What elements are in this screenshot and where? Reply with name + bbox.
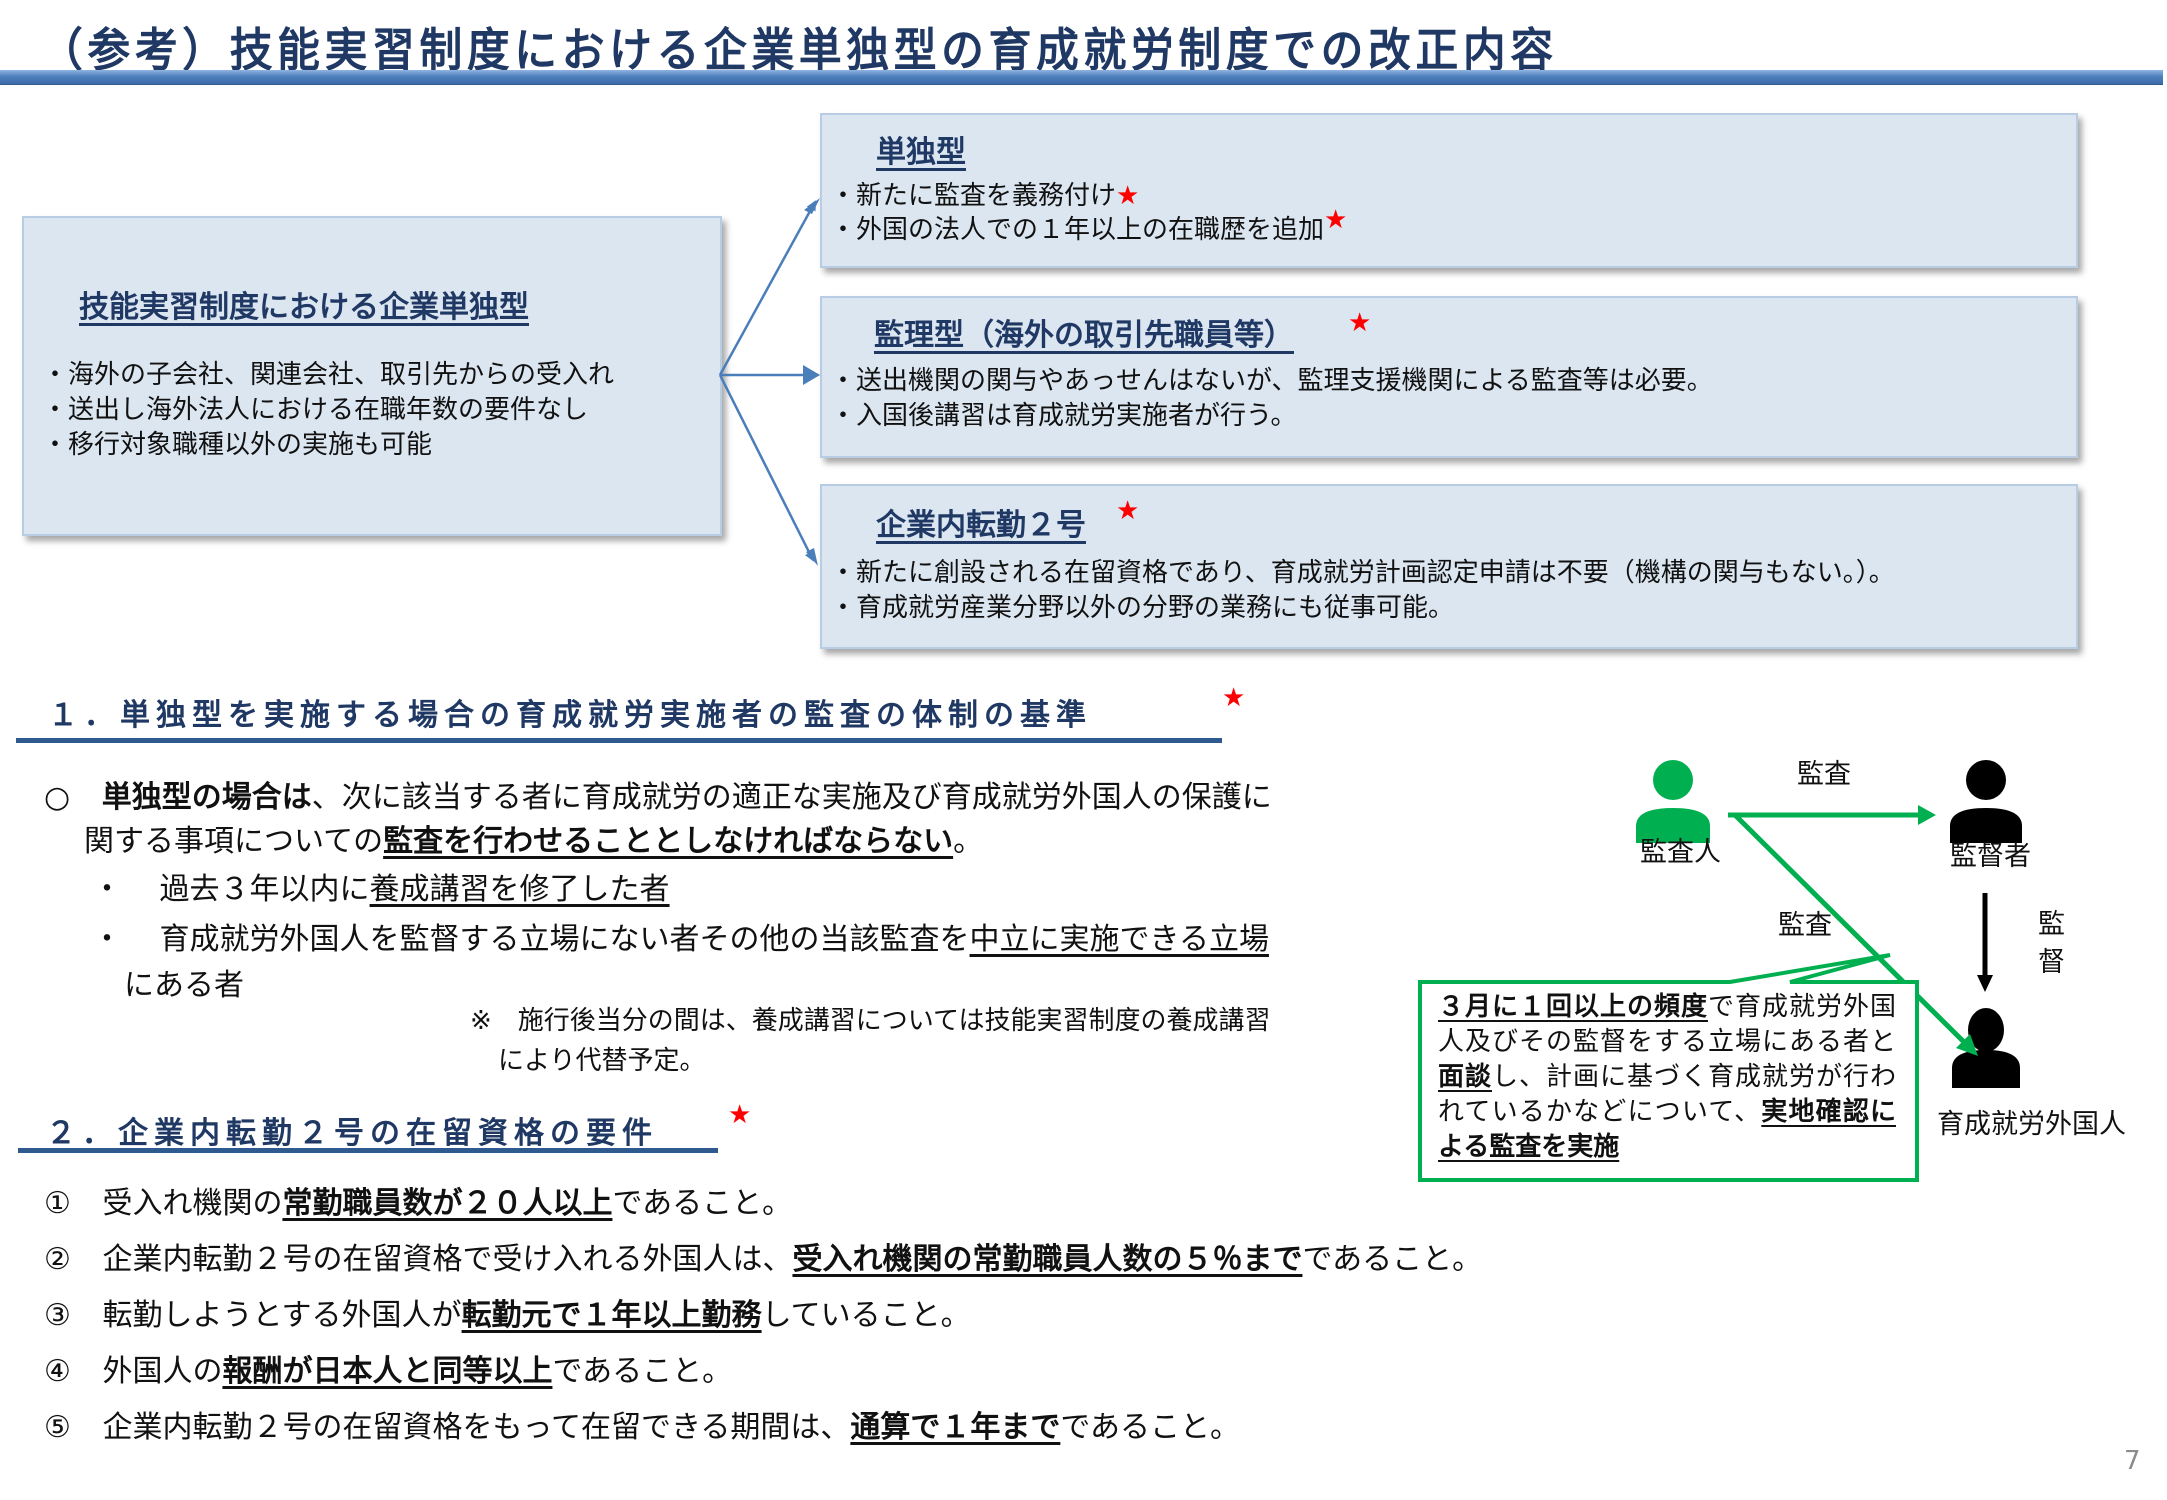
audit-callout-text: ３月に１回以上の頻度で育成就労外国人及びその監督をする立場にある者と面談し、計画…	[1438, 992, 1896, 1162]
diagram-label-supervise: 督	[2038, 947, 2065, 978]
section2-heading: ２．企業内転勤２号の在留資格の要件	[46, 1116, 658, 1151]
left-panel-title: 技能実習制度における企業単独型	[79, 290, 529, 325]
panel-title: 監理型（海外の取引先職員等）	[874, 318, 1294, 353]
panel-intra-company-transfer: 企業内転勤２号 ★ ・新たに創設される在留資格であり、育成就労計画認定申請は不要…	[820, 484, 2078, 649]
left-panel-item: ・移行対象職種以外の実施も可能	[42, 430, 433, 460]
diagram-label-supervisor: 監督者	[1950, 841, 2031, 872]
section1-heading: １．単独型を実施する場合の育成就労実施者の監査の体制の基準	[48, 698, 1092, 733]
auditor-person-icon	[1636, 760, 1710, 843]
section1-rule	[16, 738, 1222, 743]
panel-item: ・育成就労産業分野以外の分野の業務にも従事可能。	[830, 593, 1455, 623]
diagram-label-audit: 監査	[1797, 759, 1851, 790]
panel-item: ・外国の法人での１年以上の在職歴を追加★	[830, 205, 1348, 245]
diagram-label-supervise: 監	[2038, 909, 2065, 940]
title-divider	[0, 70, 2163, 85]
left-panel-item: ・海外の子会社、関連会社、取引先からの受入れ	[42, 360, 615, 390]
star-icon: ★	[1222, 683, 1246, 713]
diagram-label-auditor: 監査人	[1640, 837, 1721, 868]
section1-para-line2: 関する事項についての監査を行わせることとしなければならない。	[84, 824, 984, 859]
requirement-item: ③ 転勤しようとする外国人が転勤元で１年以上勤務していること。	[44, 1298, 971, 1333]
requirement-item: ① 受入れ機関の常勤職員数が２０人以上であること。	[44, 1186, 793, 1221]
audit-diagram	[1418, 760, 2022, 1182]
star-icon: ★	[728, 1100, 752, 1130]
panel-item: ・新たに創設される在留資格であり、育成就労計画認定申請は不要（機構の関与もない。…	[830, 558, 1895, 588]
section2-rule	[18, 1148, 718, 1153]
panel-item: ・送出機関の関与やあっせんはないが、監理支援機関による監査等は必要。	[830, 366, 1713, 396]
branch-arrows	[718, 198, 820, 566]
diagram-label-audit-diagonal: 監査	[1778, 910, 1832, 941]
star-icon: ★	[1324, 205, 1348, 235]
page-title: （参考）技能実習制度における企業単独型の育成就労制度での改正内容	[40, 23, 1558, 77]
section1-note: ※ 施行後当分の間は、養成講習については技能実習制度の養成講習	[470, 1006, 1271, 1036]
trainee-person-icon	[1952, 1008, 2020, 1088]
panel-standalone-type: 単独型 ・新たに監査を義務付け★ ・外国の法人での１年以上の在職歴を追加★	[820, 113, 2078, 268]
page-number: 7	[2124, 1446, 2141, 1476]
section1-note: により代替予定。	[498, 1046, 706, 1076]
section1-sub-item: ・ 過去３年以内に養成講習を修了した者	[92, 872, 670, 907]
requirement-item: ② 企業内転勤２号の在留資格で受け入れる外国人は、受入れ機関の常勤職員人数の５％…	[44, 1242, 1483, 1277]
star-icon: ★	[1348, 308, 1372, 338]
requirement-item: ④ 外国人の報酬が日本人と同等以上であること。	[44, 1354, 733, 1389]
panel-title: 企業内転勤２号	[876, 508, 1086, 543]
section1-sub-item: ・ 育成就労外国人を監督する立場にない者その他の当該監査を中立に実施できる立場	[92, 922, 1269, 957]
star-icon: ★	[1116, 496, 1140, 526]
requirement-item: ⑤ 企業内転勤２号の在留資格をもって在留できる期間は、通算で１年までであること。	[44, 1410, 1241, 1445]
supervisor-person-icon	[1950, 760, 2022, 843]
section1-sub-item-cont: にある者	[124, 968, 244, 1003]
panel-item: ・入国後講習は育成就労実施者が行う。	[830, 401, 1297, 431]
star-icon: ★	[1116, 181, 1140, 211]
left-panel: 技能実習制度における企業単独型 ・海外の子会社、関連会社、取引先からの受入れ ・…	[22, 216, 722, 536]
panel-item: ・新たに監査を義務付け★	[830, 181, 1140, 211]
panel-title: 単独型	[876, 135, 966, 170]
section1-para-line1: ○ 単独型の場合は、次に該当する者に育成就労の適正な実施及び育成就労外国人の保護…	[44, 780, 1272, 815]
diagram-label-trainee: 育成就労外国人	[1937, 1109, 2126, 1140]
left-panel-item: ・送出し海外法人における在職年数の要件なし	[42, 395, 589, 425]
panel-supervised-type: 監理型（海外の取引先職員等） ★ ・送出機関の関与やあっせんはないが、監理支援機…	[820, 296, 2078, 458]
